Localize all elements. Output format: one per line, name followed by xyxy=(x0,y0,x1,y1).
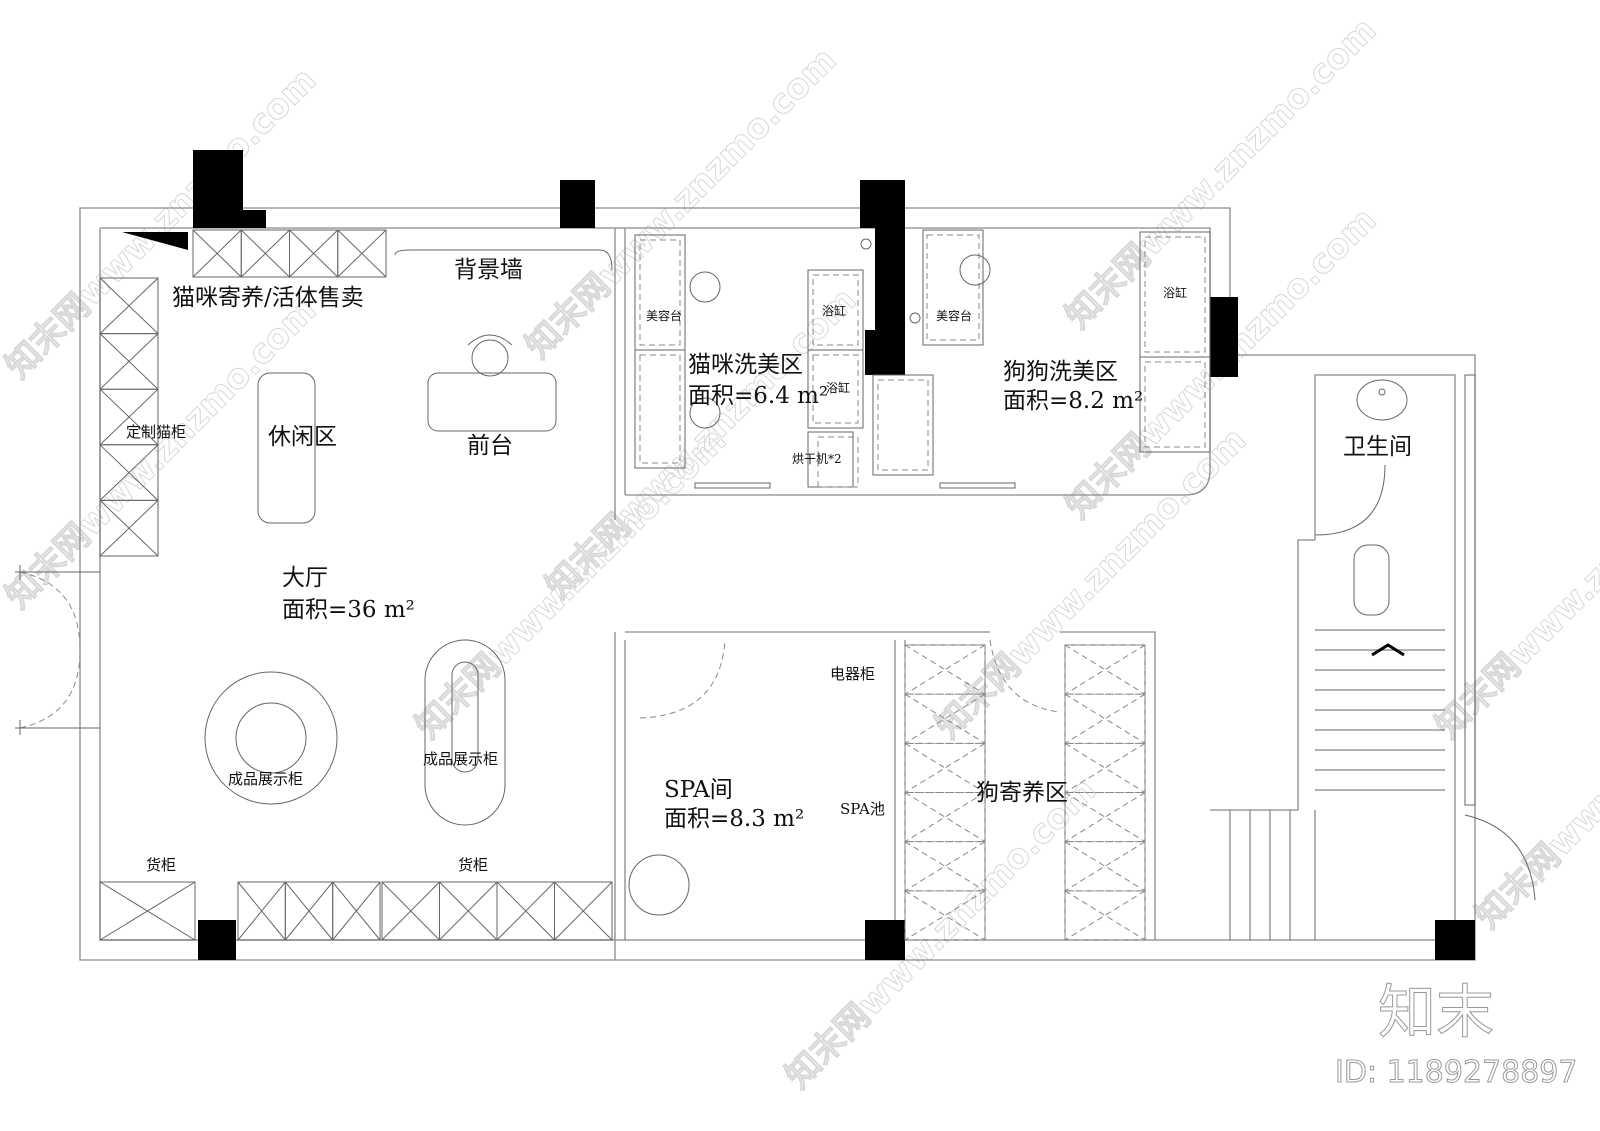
cabinet-cell xyxy=(904,841,986,892)
restroom-stairs xyxy=(1229,374,1536,940)
watermark-text: 知末网www.znzmo.com xyxy=(538,280,864,606)
label-display-cabinet-oval: 成品展示柜 xyxy=(423,750,498,768)
label-spa-area: 面积=8.3 m² xyxy=(664,806,804,832)
watermark-text: 知末网www.znzmo.com xyxy=(1058,10,1384,336)
cabinet-cell xyxy=(439,881,498,941)
label-cat-boarding: 猫咪寄养/活体售卖 xyxy=(172,285,364,311)
cabinet-cell xyxy=(496,881,555,941)
label-restroom: 卫生间 xyxy=(1343,434,1412,460)
label-spa-room: SPA间 xyxy=(664,777,733,803)
lobby-furniture xyxy=(204,249,613,826)
cabinet-cell xyxy=(381,881,440,941)
label-bathtub-2: 浴缸 xyxy=(826,380,850,395)
label-goods-cabinet-right: 货柜 xyxy=(458,856,488,874)
doors xyxy=(15,565,1061,735)
cabinet-cell xyxy=(192,229,242,278)
cabinet-cell xyxy=(1064,841,1146,892)
label-dog-boarding: 狗寄养区 xyxy=(976,780,1068,806)
cabinet-cell xyxy=(1064,792,1146,843)
label-lobby: 大厅 xyxy=(282,565,328,591)
label-bathtub-1: 浴缸 xyxy=(822,303,846,318)
cabinet-cell xyxy=(284,881,334,941)
label-front-desk: 前台 xyxy=(467,433,513,459)
cabinet-cell xyxy=(1064,693,1146,744)
cabinet-cell xyxy=(904,792,986,843)
cabinet-cell xyxy=(240,229,290,278)
znzmo-logo: 知末 xyxy=(1378,978,1494,1046)
cabinet-cell xyxy=(554,881,613,941)
label-background-wall: 背景墙 xyxy=(454,257,523,283)
label-dryer: 烘干机*2 xyxy=(792,452,842,466)
structural-columns xyxy=(122,150,1475,960)
cabinet-cell xyxy=(99,881,196,941)
label-bathtub-3: 浴缸 xyxy=(1163,285,1187,300)
cabinet-cell xyxy=(237,881,286,941)
label-lounge: 休闲区 xyxy=(268,424,337,450)
cabinet-cell xyxy=(1064,890,1146,941)
label-display-cabinet-round: 成品展示柜 xyxy=(228,770,303,788)
cabinet-cell xyxy=(99,499,159,557)
cabinet-cell xyxy=(1064,644,1146,695)
room-labels: 背景墙 猫咪寄养/活体售卖 定制猫柜 休闲区 前台 大厅 面积=36 m² 成品… xyxy=(126,257,1412,874)
label-goods-cabinet-left: 货柜 xyxy=(146,856,176,874)
label-dog-grooming: 狗狗洗美区 xyxy=(1003,359,1118,385)
cabinet-cell xyxy=(332,881,381,941)
label-grooming-table-dog: 美容台 xyxy=(936,308,972,323)
cabinet-cell xyxy=(337,229,387,278)
cabinet-cell xyxy=(904,890,986,941)
cabinet-cell xyxy=(904,742,986,793)
watermark-text: 知末网www.znzmo.com xyxy=(1428,420,1600,746)
cabinet-cell xyxy=(99,277,159,335)
label-spa-pool: SPA池 xyxy=(840,800,885,818)
cabinet-cell xyxy=(904,693,986,744)
grooming-furniture xyxy=(628,229,1211,916)
image-id: ID: 1189278897 xyxy=(1335,1055,1577,1090)
label-dog-grooming-area: 面积=8.2 m² xyxy=(1003,388,1143,414)
label-lobby-area: 面积=36 m² xyxy=(282,597,415,623)
cabinet-cell xyxy=(289,229,339,278)
label-grooming-table-cat: 美容台 xyxy=(646,308,682,323)
cabinet-cell xyxy=(99,333,159,390)
label-cat-grooming: 猫咪洗美区 xyxy=(688,352,803,378)
cabinets xyxy=(99,229,1146,941)
label-custom-cat-cabinet: 定制猫柜 xyxy=(126,423,186,441)
label-appliance-cabinet: 电器柜 xyxy=(830,665,875,683)
label-cat-grooming-area: 面积=6.4 m² xyxy=(688,383,828,409)
cabinet-cell xyxy=(904,644,986,695)
